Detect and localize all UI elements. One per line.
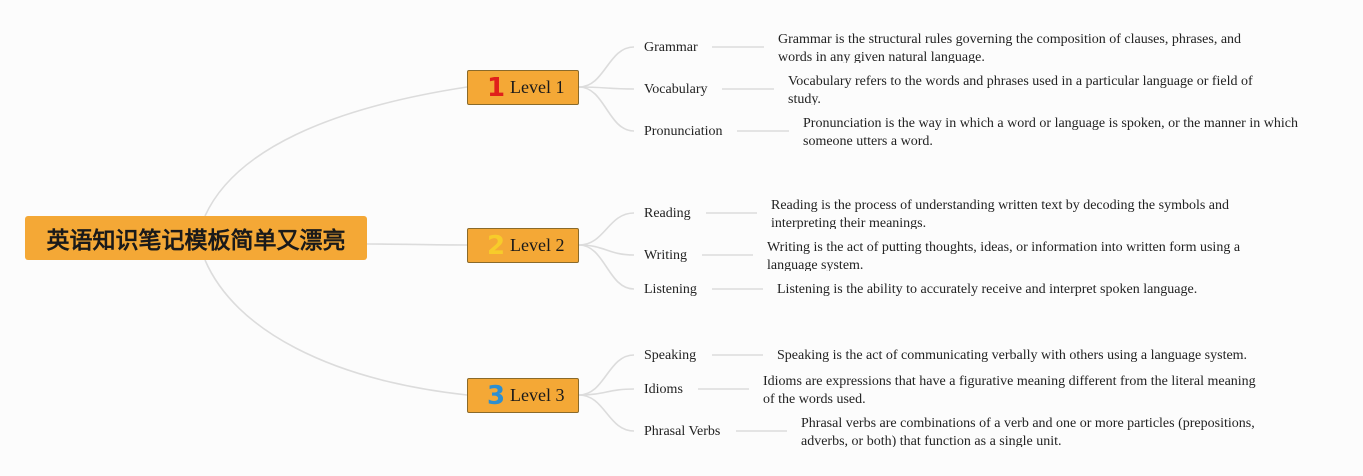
description-line: Listening is the ability to accurately r… [777, 282, 1198, 297]
topic-idioms[interactable]: Idioms [644, 382, 683, 397]
description-line: Vocabulary refers to the words and phras… [788, 74, 1253, 89]
topic-pronunciation[interactable]: Pronunciation [644, 124, 723, 139]
description-line: language system. [767, 258, 864, 271]
description-line: Phrasal verbs are combinations of a verb… [801, 416, 1255, 431]
description-line: Reading is the process of understanding … [771, 198, 1230, 213]
topic-description: Speaking is the act of communicating ver… [777, 347, 1247, 365]
level-label: Level 3 [510, 385, 565, 405]
topic-listening[interactable]: Listening [644, 282, 697, 297]
topic-description: Vocabulary refers to the words and phras… [788, 73, 1253, 105]
connector-level-3-topic-2 [578, 388, 635, 396]
topic-writing[interactable]: Writing [644, 248, 687, 263]
connector-level-2-topic-1 [578, 212, 635, 246]
description-line: interpreting their meanings. [771, 216, 927, 229]
topic-phrasal-verbs[interactable]: Phrasal Verbs [644, 424, 721, 439]
description-line: of the words used. [763, 392, 866, 407]
connector-root-level-2 [366, 243, 468, 246]
connector-root-level-1 [204, 86, 468, 217]
topic-description: Writing is the act of putting thoughts, … [767, 239, 1240, 271]
connector-level-2-topic-3 [578, 244, 635, 290]
topic-description: Grammar is the structural rules governin… [778, 31, 1241, 63]
connector-root-level-3 [204, 259, 468, 396]
connector-level-1-topic-1 [578, 46, 635, 88]
topic-reading[interactable]: Reading [644, 206, 691, 221]
level-1-node[interactable]: 1 Level 1 [467, 70, 579, 105]
level-label: Level 1 [510, 77, 565, 97]
level-label: Level 2 [510, 235, 565, 255]
topic-description: Idioms are expressions that have a figur… [763, 373, 1256, 407]
description-line: words in any given natural language. [778, 50, 985, 63]
description-line: adverbs, or both) that function as a sin… [801, 434, 1062, 447]
level-number-3: 3 [486, 380, 506, 411]
topic-vocabulary[interactable]: Vocabulary [644, 82, 708, 97]
topic-grammar[interactable]: Grammar [644, 40, 698, 55]
level-number-2: 2 [486, 230, 506, 261]
description-line: Grammar is the structural rules governin… [778, 32, 1242, 47]
topic-description: Reading is the process of understanding … [771, 197, 1229, 229]
topic-description: Pronunciation is the way in which a word… [803, 115, 1298, 149]
description-line: Pronunciation is the way in which a word… [803, 116, 1298, 131]
connector-level-3-topic-1 [578, 354, 635, 396]
connector-level-1-topic-3 [578, 86, 635, 132]
connector-level-3-topic-3 [578, 394, 635, 432]
level-3-node[interactable]: 3 Level 3 [467, 378, 579, 413]
description-line: Idioms are expressions that have a figur… [763, 374, 1256, 389]
level-2-node[interactable]: 2 Level 2 [467, 228, 579, 263]
description-line: someone utters a word. [803, 134, 933, 149]
level-number-1: 1 [486, 72, 506, 103]
root-title: 英语知识笔记模板简单又漂亮 [46, 228, 346, 254]
topic-description: Listening is the ability to accurately r… [777, 281, 1197, 299]
topic-description: Phrasal verbs are combinations of a verb… [801, 415, 1255, 447]
root-node[interactable]: 英语知识笔记模板简单又漂亮 [25, 216, 367, 260]
topic-speaking[interactable]: Speaking [644, 348, 697, 363]
description-line: study. [788, 92, 821, 105]
description-line: Speaking is the act of communicating ver… [777, 348, 1248, 363]
description-line: Writing is the act of putting thoughts, … [767, 240, 1241, 255]
